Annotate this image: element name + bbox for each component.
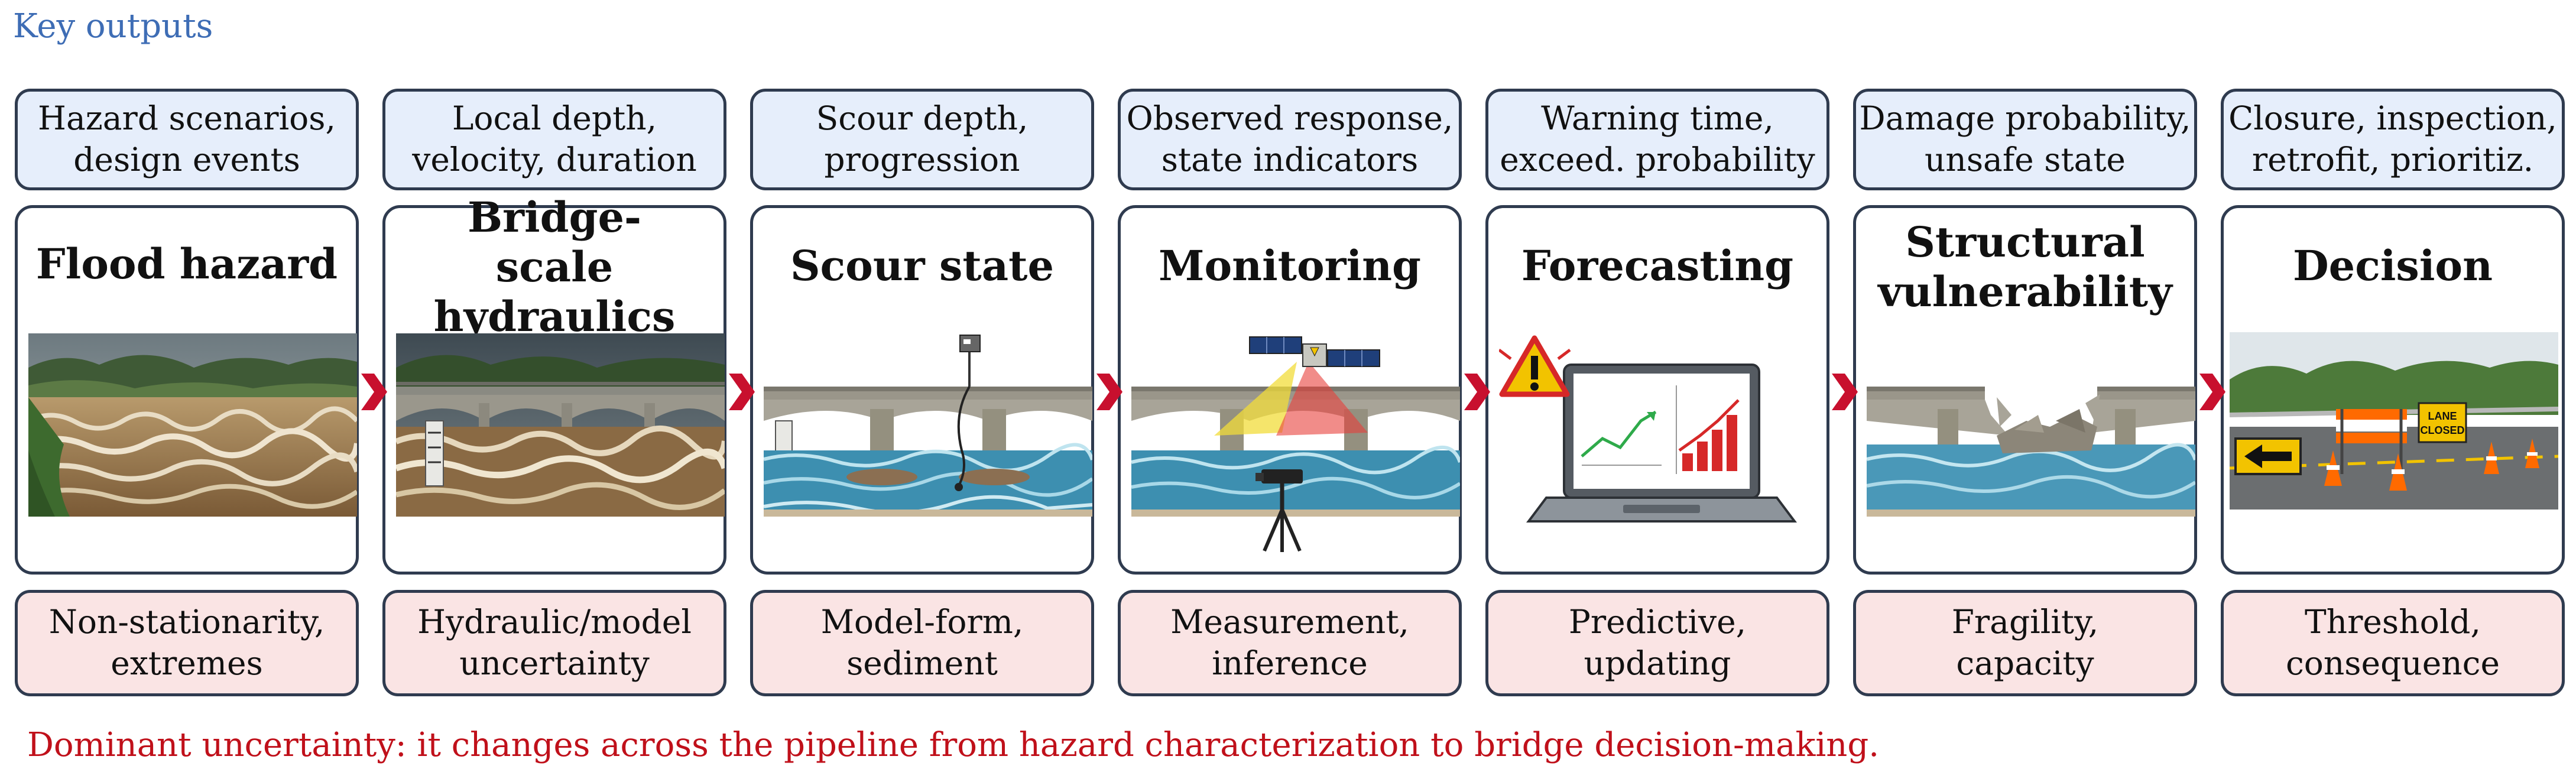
- uncertainty-line: Hydraulic/model: [417, 603, 692, 641]
- uncertainty-box: Fragility,capacity: [1853, 590, 2197, 696]
- uncertainty-box: Non-stationarity,extremes: [15, 590, 359, 696]
- stage-title: Decision: [2292, 241, 2493, 290]
- stage-title: Monitoring: [1159, 241, 1421, 290]
- stage-title: Bridge-scale hydraulics: [433, 193, 676, 341]
- uncertainty-box: Predictive,updating: [1485, 590, 1829, 696]
- uncertainty-line: Threshold,: [2304, 603, 2481, 641]
- stage-card: Flood hazard: [15, 205, 359, 575]
- dominant-uncertainty-caption: Dominant uncertainty: it changes across …: [27, 726, 1880, 764]
- uncertainty-line: Fragility,: [1951, 603, 2099, 641]
- output-box: Observed response,state indicators: [1118, 89, 1462, 190]
- output-line: Warning time,: [1541, 99, 1774, 138]
- stage-card: Bridge-scale hydraulics: [382, 193, 726, 575]
- stage-title: Structural vulnerability: [1878, 218, 2172, 316]
- chevron-right-icon: [1832, 374, 1858, 410]
- output-line: retrofit, prioritiz.: [2251, 141, 2534, 179]
- output-box: Damage probability,unsafe state: [1853, 89, 2197, 190]
- uncertainty-line: capacity: [1956, 644, 2094, 682]
- collapsed-bridge-illustration: [1867, 387, 2195, 517]
- uncertainty-box: Measurement,inference: [1118, 590, 1462, 696]
- uncertainty-line: Model-form,: [820, 603, 1024, 641]
- stage-forecasting: Warning time,exceed. probability Forecas…: [1485, 0, 1829, 782]
- uncertainty-line: extremes: [111, 644, 263, 682]
- stage-structural-vulnerability: Damage probability,unsafe state Structur…: [1853, 0, 2197, 782]
- output-line: Observed response,: [1126, 99, 1454, 138]
- output-line: Hazard scenarios,: [38, 99, 336, 138]
- chevron-right-icon: [1096, 374, 1122, 410]
- output-line: exceed. probability: [1500, 141, 1815, 179]
- uncertainty-line: Measurement,: [1170, 603, 1409, 641]
- uncertainty-line: inference: [1212, 644, 1368, 682]
- output-line: progression: [824, 141, 1020, 179]
- output-line: design events: [73, 141, 300, 179]
- stage-card: Decision LANE CLOSED: [2221, 205, 2565, 575]
- sign-text-line: LANE: [2428, 410, 2457, 422]
- output-line: velocity, duration: [412, 141, 697, 179]
- uncertainty-box: Threshold,consequence: [2221, 590, 2565, 696]
- uncertainty-line: updating: [1584, 644, 1731, 682]
- uncertainty-line: Non-stationarity,: [48, 603, 325, 641]
- stage-card: Structural vulnerability: [1853, 205, 2197, 575]
- uncertainty-box: Model-form,sediment: [750, 590, 1094, 696]
- output-line: state indicators: [1161, 141, 1419, 179]
- bridge-scour-sensor-illustration: [764, 335, 1092, 517]
- output-box: Closure, inspection,retrofit, prioritiz.: [2221, 89, 2565, 190]
- output-line: unsafe state: [1924, 141, 2126, 179]
- output-box: Hazard scenarios,design events: [15, 89, 359, 190]
- stage-card: Forecasting: [1485, 205, 1829, 575]
- output-line: Local depth,: [452, 99, 657, 138]
- stage-decision: Closure, inspection,retrofit, prioritiz.…: [2221, 0, 2565, 782]
- stage-bridge-scale-hydraulics: Local depth,velocity, duration Bridge-sc…: [382, 0, 726, 782]
- laptop-warning-illustration: [1499, 335, 1797, 523]
- output-box: Warning time,exceed. probability: [1485, 89, 1829, 190]
- flooded-bridge-illustration: [396, 333, 725, 517]
- flood-water-illustration: [28, 333, 357, 517]
- stage-card: Monitoring: [1118, 205, 1462, 575]
- output-line: Damage probability,: [1859, 99, 2191, 138]
- chevron-right-icon: [361, 374, 387, 410]
- stage-flood-hazard: Hazard scenarios,design events Flood haz…: [15, 0, 359, 782]
- uncertainty-line: uncertainty: [459, 644, 650, 682]
- chevron-right-icon: [1464, 374, 1490, 410]
- output-box: Local depth,velocity, duration: [382, 89, 726, 190]
- sign-text-line: CLOSED: [2420, 424, 2464, 436]
- stage-title: Forecasting: [1521, 241, 1794, 290]
- output-line: Scour depth,: [816, 99, 1029, 138]
- uncertainty-line: Predictive,: [1568, 603, 1747, 641]
- satellite-camera-monitoring-illustration: [1131, 336, 1460, 552]
- uncertainty-line: sediment: [846, 644, 998, 682]
- chevron-right-icon: [729, 374, 755, 410]
- output-box: Scour depth,progression: [750, 89, 1094, 190]
- stage-card: Scour state: [750, 205, 1094, 575]
- uncertainty-line: consequence: [2285, 644, 2500, 682]
- chevron-right-icon: [2199, 374, 2225, 410]
- stage-monitoring: Observed response,state indicators Monit…: [1118, 0, 1462, 782]
- stage-title: Scour state: [790, 241, 1054, 290]
- road-closure-illustration: LANE CLOSED: [2230, 332, 2558, 510]
- stage-title: Flood hazard: [35, 239, 338, 288]
- key-outputs-label: Key outputs: [13, 7, 213, 46]
- output-line: Closure, inspection,: [2228, 99, 2557, 138]
- stage-scour-state: Scour depth,progression Scour state Mode…: [750, 0, 1094, 782]
